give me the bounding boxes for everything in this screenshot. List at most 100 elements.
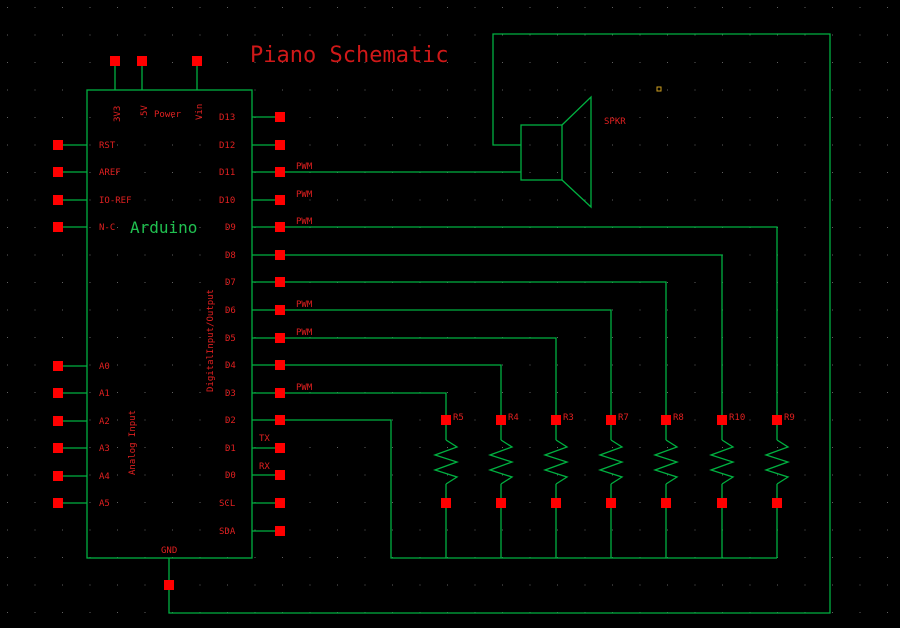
pin-d13-pad[interactable]	[275, 112, 285, 122]
grid-dot	[309, 89, 311, 91]
pin-d10-pad[interactable]	[275, 195, 285, 205]
grid-dot	[584, 584, 586, 586]
grid-dot	[529, 89, 531, 91]
pin-a1-pad[interactable]	[53, 388, 63, 398]
pin-a2-pad[interactable]	[53, 416, 63, 426]
grid-dot	[199, 584, 201, 586]
pwm-label-d10: PWM	[296, 190, 313, 200]
grid-dot	[62, 254, 63, 256]
grid-dot	[749, 254, 751, 256]
grid-dot	[447, 117, 448, 118]
grid-dot	[34, 144, 36, 146]
pin-d1-pad[interactable]	[275, 443, 285, 453]
pin-5v-pad[interactable]	[137, 56, 147, 66]
resistor-r8[interactable]: R8	[652, 413, 684, 508]
pin-aref-pad[interactable]	[53, 167, 63, 177]
grid-dot	[254, 89, 256, 91]
grid-dot	[62, 309, 63, 311]
grid-dot	[144, 502, 146, 503]
grid-dot	[474, 447, 476, 448]
grid-dot	[832, 227, 833, 228]
grid-dot	[502, 34, 503, 36]
pin-d3-pad[interactable]	[275, 388, 285, 398]
resistor-r5[interactable]: R5	[432, 413, 464, 508]
pin-sda-pad[interactable]	[275, 526, 285, 536]
grid-dot	[859, 199, 861, 201]
grid-dot	[227, 502, 228, 503]
grid-dot	[337, 584, 338, 586]
pwm-label-d6: PWM	[296, 300, 313, 310]
pin-d6-pad[interactable]	[275, 305, 285, 315]
grid-dot	[749, 584, 751, 586]
grid-dot	[859, 474, 861, 476]
grid-dot	[309, 474, 311, 476]
pin-d12-pad[interactable]	[275, 140, 285, 150]
grid-dot	[7, 227, 8, 228]
pin-d2-pad[interactable]	[275, 415, 285, 425]
grid-dot	[832, 7, 833, 8]
grid-dot	[722, 172, 723, 173]
pin-vin-pad[interactable]	[192, 56, 202, 66]
pin-d5-pad[interactable]	[275, 333, 285, 343]
grid-dot	[887, 282, 888, 283]
grid-dot	[419, 419, 421, 421]
pin-nc-pad[interactable]	[53, 222, 63, 232]
grid-dot	[337, 557, 338, 558]
grid-dot	[392, 529, 393, 531]
grid-dot	[34, 309, 36, 311]
pin-d4-pad[interactable]	[275, 360, 285, 370]
pin-ioref-pad[interactable]	[53, 195, 63, 205]
grid-dot	[887, 502, 888, 503]
analog-pins: A0 A1 A2 A3 A4 A5 Analog Input	[53, 361, 138, 509]
pin-label-d6: D6	[225, 306, 236, 316]
grid-dot	[34, 199, 36, 201]
pin-d0-pad[interactable]	[275, 470, 285, 480]
grid-dot	[694, 502, 696, 503]
grid-dot	[749, 34, 751, 36]
grid-dot	[227, 364, 228, 366]
grid-dot	[62, 337, 63, 338]
grid-dot	[144, 419, 146, 421]
pin-gnd-pad[interactable]	[164, 580, 174, 590]
pin-a0-pad[interactable]	[53, 361, 63, 371]
tx-label: TX	[259, 434, 270, 444]
grid-dot	[89, 117, 91, 118]
grid-dot	[722, 117, 723, 118]
pin-d7-pad[interactable]	[275, 277, 285, 287]
grid-dot	[144, 199, 146, 201]
pin-rst-pad[interactable]	[53, 140, 63, 150]
resistor-r3[interactable]: R3	[542, 413, 574, 508]
grid-dot	[804, 529, 806, 531]
grid-dot	[172, 34, 173, 36]
pin-d8-pad[interactable]	[275, 250, 285, 260]
pin-3v3-pad[interactable]	[110, 56, 120, 66]
pin-a5-pad[interactable]	[53, 498, 63, 508]
pin-label-d8: D8	[225, 251, 236, 261]
resistor-r4[interactable]: R4	[487, 413, 519, 508]
wire-d7-r8	[285, 281, 667, 415]
pin-label-nc: N-C	[99, 223, 115, 233]
grid-dot	[832, 557, 833, 558]
resistor-r10[interactable]: R10	[708, 413, 745, 508]
grid-dot	[667, 364, 668, 366]
grid-dot	[199, 364, 201, 366]
grid-dot	[529, 419, 531, 421]
pin-scl-pad[interactable]	[275, 498, 285, 508]
grid-dot	[199, 227, 201, 228]
pin-label-3v3: 3V3	[113, 106, 123, 122]
resistor-r7[interactable]: R7	[597, 413, 629, 508]
pin-a3-pad[interactable]	[53, 443, 63, 453]
pin-d9-pad[interactable]	[275, 222, 285, 232]
grid-dot	[667, 309, 668, 311]
grid-dot	[557, 474, 558, 476]
grid-dot	[199, 144, 201, 146]
grid-dot	[419, 199, 421, 201]
grid-dot	[62, 62, 63, 63]
resistor-r9[interactable]: R9	[763, 413, 795, 508]
grid-dot	[34, 364, 36, 366]
pin-a4-pad[interactable]	[53, 471, 63, 481]
pin-d11-pad[interactable]	[275, 167, 285, 177]
grid-dot	[7, 199, 8, 201]
grid-dot	[749, 7, 751, 8]
grid-dot	[144, 584, 146, 586]
